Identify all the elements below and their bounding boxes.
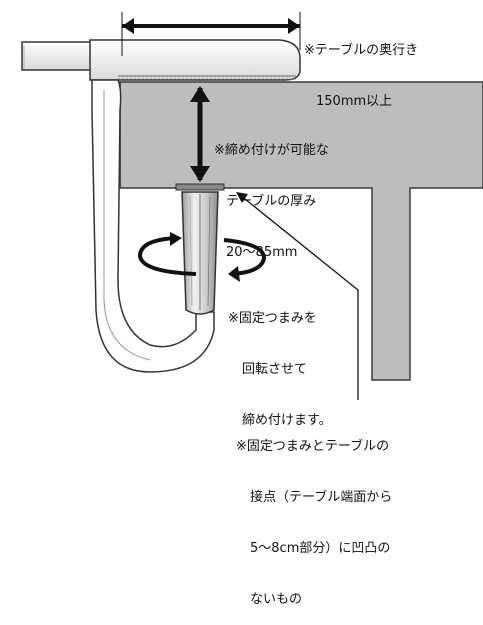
contact-note-line-2: 接点（テーブル端面から — [250, 490, 393, 505]
depth-arrow — [121, 12, 301, 56]
knob-note-line-1: ※固定つまみを — [228, 311, 317, 326]
clamp-knob — [181, 191, 219, 315]
clamp-arm — [21, 39, 301, 81]
thickness-note: ※締め付けが可能な テーブルの厚み 20〜85mm — [214, 108, 329, 278]
contact-note-line-4: ないもの — [250, 592, 303, 607]
depth-note-line-1: ※テーブルの奥行き — [304, 43, 419, 58]
thickness-arrow — [190, 86, 210, 182]
knob-note-line-3: 締め付けます。 — [242, 413, 332, 428]
contact-note: ※固定つまみとテーブルの 接点（テーブル端面から 5〜8cm部分）に凹凸の ない… — [236, 404, 392, 625]
thickness-note-line-3: 20〜85mm — [226, 245, 298, 260]
contact-leader-line — [236, 192, 359, 400]
clamp-pad — [175, 183, 225, 191]
thickness-note-line-2: テーブルの厚み — [226, 194, 317, 209]
table-clamp-diagram — [21, 12, 483, 400]
depth-note: ※テーブルの奥行き 150mm以上 — [304, 8, 418, 127]
contact-note-line-3: 5〜8cm部分）に凹凸の — [250, 541, 391, 556]
knob-note: ※固定つまみを 回転させて 締め付けます。 — [228, 276, 332, 446]
contact-note-line-1: ※固定つまみとテーブルの — [236, 439, 390, 454]
rotation-arrow — [137, 232, 267, 282]
depth-note-line-2: 150mm以上 — [316, 94, 393, 109]
clamp-body — [91, 79, 215, 373]
thickness-note-line-1: ※締め付けが可能な — [214, 143, 329, 158]
knob-note-line-2: 回転させて — [242, 362, 308, 377]
